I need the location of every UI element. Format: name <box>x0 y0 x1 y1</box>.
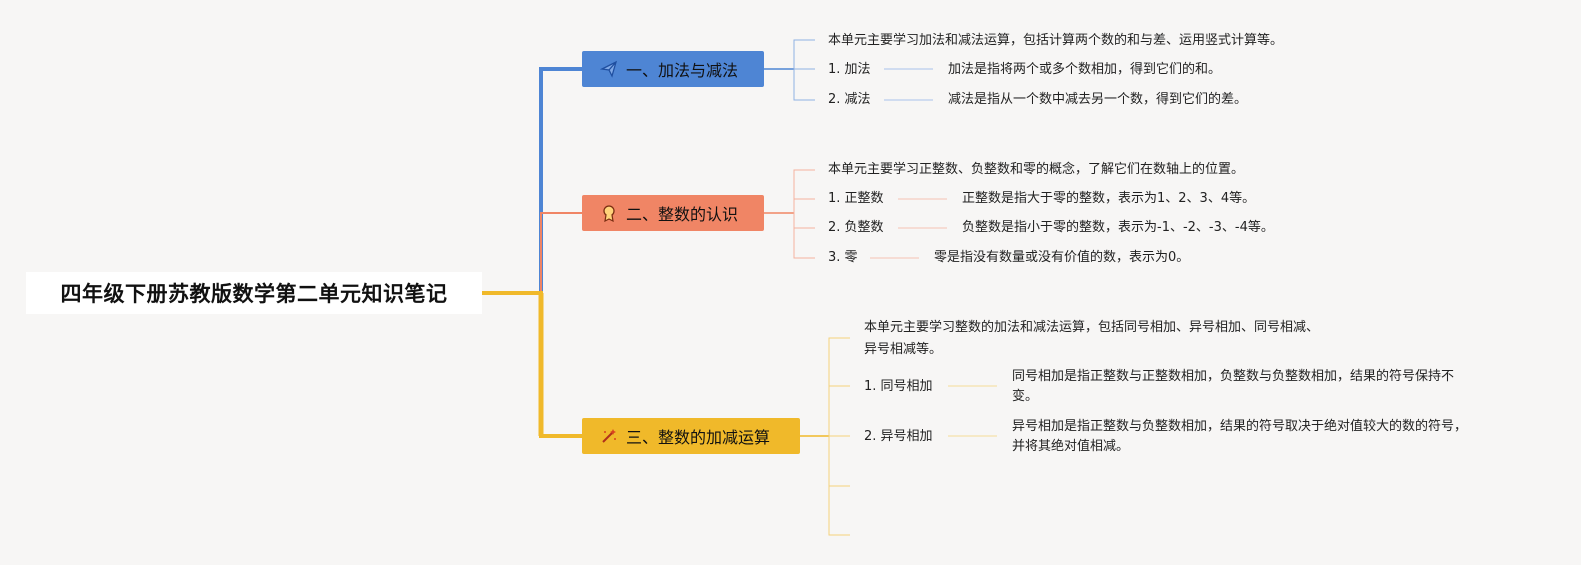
root-title: 四年级下册苏教版数学第二单元知识笔记 <box>60 282 448 306</box>
item-description-line2: 变。 <box>1012 389 1039 404</box>
branch-summary: 本单元主要学习加法和减法运算，包括计算两个数的和与差、运用竖式计算等。 <box>828 33 1284 48</box>
item-label: 2. 负整数 <box>828 220 884 235</box>
item-label: 1. 同号相加 <box>864 379 933 394</box>
award-ribbon-icon <box>600 204 618 222</box>
paper-plane-icon <box>600 60 618 78</box>
item-label: 3. 零 <box>828 250 858 265</box>
branch-title: 一、加法与减法 <box>626 61 739 80</box>
item-description: 正整数是指大于零的整数，表示为1、2、3、4等。 <box>962 191 1256 206</box>
branch-title: 三、整数的加减运算 <box>626 428 771 447</box>
item-description-line1: 异号相加是指正整数与负整数相加，结果的符号取决于绝对值较大的数的符号， <box>1012 419 1468 434</box>
item-description: 零是指没有数量或没有价值的数，表示为0。 <box>934 250 1190 265</box>
item-label: 2. 异号相加 <box>864 429 933 444</box>
branch-addition-subtraction[interactable]: 一、加法与减法 <box>582 51 764 87</box>
item-description: 负整数是指小于零的整数，表示为-1、-2、-3、-4等。 <box>962 220 1274 235</box>
magic-wand-icon <box>600 427 618 445</box>
item-description-line1: 同号相加是指正整数与正整数相加，负整数与负整数相加，结果的符号保持不 <box>1012 369 1455 384</box>
item-label: 1. 正整数 <box>828 191 884 206</box>
item-description-line2: 并将其绝对值相减。 <box>1012 439 1130 454</box>
branch-summary: 本单元主要学习正整数、负整数和零的概念，了解它们在数轴上的位置。 <box>828 162 1245 177</box>
item-description: 减法是指从一个数中减去另一个数，得到它们的差。 <box>948 92 1248 107</box>
branch-summary-line1: 本单元主要学习整数的加法和减法运算，包括同号相加、异号相加、同号相减、 <box>864 320 1320 335</box>
item-label: 2. 减法 <box>828 92 871 107</box>
branch-summary-line2: 异号相减等。 <box>864 342 943 357</box>
item-description: 加法是指将两个或多个数相加，得到它们的和。 <box>948 62 1222 77</box>
root-topic[interactable]: 四年级下册苏教版数学第二单元知识笔记 <box>26 272 482 314</box>
branch-integers[interactable]: 二、整数的认识 <box>582 195 764 231</box>
branch-title: 二、整数的认识 <box>626 205 739 224</box>
item-label: 1. 加法 <box>828 62 871 77</box>
branch-integer-operations[interactable]: 三、整数的加减运算 <box>582 418 800 454</box>
